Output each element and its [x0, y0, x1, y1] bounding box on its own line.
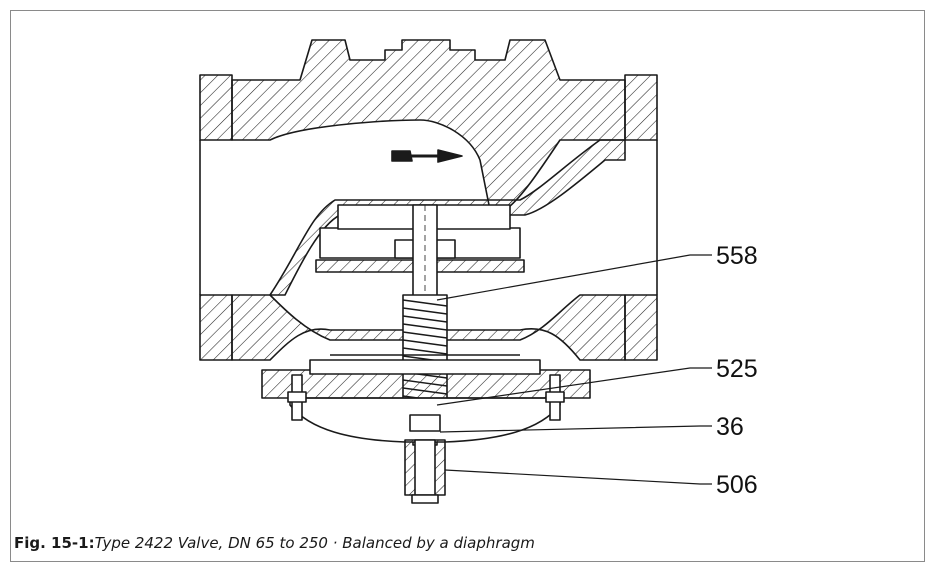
right-flange	[624, 74, 658, 361]
callout-525: 525	[716, 355, 758, 383]
figure-caption-text: Type 2422 Valve, DN 65 to 250 · Balanced…	[94, 534, 535, 552]
callout-36: 36	[716, 413, 744, 441]
valve-body-lower	[231, 294, 626, 361]
housing-bolts	[287, 374, 565, 421]
callout-558: 558	[716, 242, 758, 270]
leader-558	[436, 254, 712, 301]
lower-guide	[409, 414, 441, 432]
leader-525	[436, 367, 712, 406]
figure-frame	[10, 10, 925, 562]
leader-36	[439, 425, 712, 433]
leader-506	[444, 469, 712, 485]
left-flange	[199, 74, 233, 361]
figure-number: Fig. 15-1:	[14, 534, 95, 552]
figure-caption: Fig. 15-1:Type 2422 Valve, DN 65 to 250 …	[14, 534, 535, 552]
callout-506: 506	[716, 471, 758, 499]
